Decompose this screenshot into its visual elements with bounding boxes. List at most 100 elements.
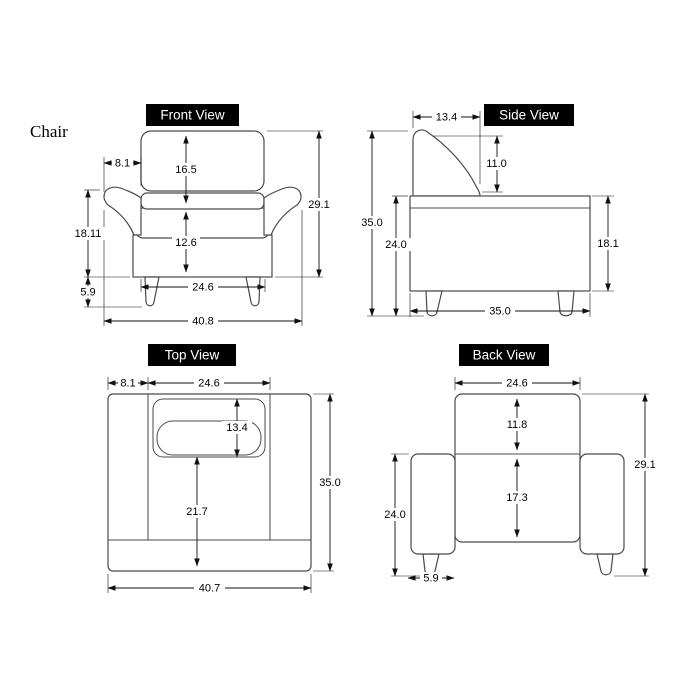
text-mask bbox=[172, 236, 200, 249]
dim-top-overall-width: 40.7 bbox=[107, 582, 312, 595]
dim-value: 35.0 bbox=[361, 217, 382, 229]
text-mask bbox=[380, 508, 410, 521]
top-cushion-pill bbox=[156, 420, 262, 456]
dim-side-seat-back-height: 24.0 bbox=[381, 195, 411, 317]
text-mask bbox=[502, 491, 532, 504]
dim-value: 18.11 bbox=[75, 228, 102, 240]
front-seat-cushion bbox=[135, 207, 270, 239]
dim-value: 16.5 bbox=[175, 164, 196, 176]
front-lower-back-cushion bbox=[140, 192, 265, 210]
dim-top-back-cushion-depth: 13.4 bbox=[222, 398, 252, 458]
side-back-leg bbox=[557, 290, 575, 317]
top-view-label-box bbox=[148, 344, 236, 366]
dim-value: 8.1 bbox=[120, 378, 135, 390]
side-backrest bbox=[412, 129, 481, 197]
dim-side-backrest-depth: 13.4 bbox=[412, 111, 481, 124]
dim-value: 35.0 bbox=[319, 477, 340, 489]
dim-side-body-height: 18.1 bbox=[593, 195, 623, 292]
side-view: Side View 13.4 bbox=[357, 104, 623, 318]
text-mask bbox=[381, 238, 411, 251]
front-view-label-box bbox=[146, 104, 239, 126]
text-mask bbox=[315, 476, 345, 489]
dim-front-back-cushion-height: 16.5 bbox=[172, 135, 200, 204]
dim-value: 24.6 bbox=[198, 378, 219, 390]
text-mask bbox=[304, 198, 334, 211]
back-right-armrest bbox=[579, 453, 625, 555]
text-mask bbox=[357, 216, 387, 229]
text-mask bbox=[432, 111, 461, 123]
dim-back-overall-height: 29.1 bbox=[630, 393, 660, 577]
front-left-armrest bbox=[103, 186, 142, 236]
text-mask bbox=[482, 157, 511, 170]
back-center-panel bbox=[454, 393, 581, 543]
diagram-title: Chair bbox=[30, 122, 68, 141]
dim-back-leg: 5.9 bbox=[407, 572, 455, 585]
front-left-leg bbox=[144, 276, 160, 307]
dim-value: 40.8 bbox=[192, 316, 213, 328]
dim-top-seat-width: 24.6 bbox=[147, 377, 271, 390]
back-view: Back View 24.6 11.8 bbox=[380, 344, 660, 585]
dim-value: 5.9 bbox=[80, 287, 95, 299]
side-view-label-box bbox=[484, 104, 574, 126]
dim-front-overall-height: 29.1 bbox=[304, 130, 334, 278]
dim-value: 24.6 bbox=[506, 378, 527, 390]
front-back-cushion bbox=[140, 130, 265, 192]
dim-front-overall-width: 40.8 bbox=[103, 315, 303, 328]
top-view-label-text: Top View bbox=[165, 348, 220, 363]
front-chair-drawing bbox=[103, 130, 302, 307]
dim-value: 24.6 bbox=[192, 282, 213, 294]
dim-back-arm-floor-height: 24.0 bbox=[380, 453, 410, 577]
text-mask bbox=[420, 572, 442, 584]
text-mask bbox=[222, 421, 252, 434]
dim-back-cushion-height: 11.8 bbox=[502, 398, 532, 451]
text-mask bbox=[118, 377, 138, 389]
dim-value: 11.0 bbox=[486, 158, 507, 170]
text-mask bbox=[172, 163, 200, 176]
front-view-label-text: Front View bbox=[160, 108, 225, 123]
dim-value: 21.7 bbox=[186, 506, 207, 518]
text-mask bbox=[76, 286, 100, 298]
text-mask bbox=[188, 315, 218, 327]
text-mask bbox=[182, 505, 212, 518]
dim-value: 13.4 bbox=[226, 422, 247, 434]
dim-back-lower-height: 17.3 bbox=[502, 458, 532, 538]
text-mask bbox=[502, 377, 532, 389]
text-mask bbox=[502, 418, 532, 431]
dim-value: 5.9 bbox=[423, 573, 438, 585]
front-base-frame bbox=[132, 234, 273, 278]
text-mask bbox=[485, 305, 515, 317]
front-right-leg bbox=[245, 276, 261, 307]
side-body bbox=[409, 195, 591, 292]
dim-front-seat-front-height: 12.6 bbox=[172, 211, 200, 273]
dim-side-backrest-height: 11.0 bbox=[482, 135, 511, 193]
dim-front-arm-width: 8.1 bbox=[103, 157, 142, 170]
dim-value: 13.4 bbox=[436, 112, 457, 124]
dim-top-seat-depth: 21.7 bbox=[182, 456, 212, 567]
side-view-label-text: Side View bbox=[499, 108, 559, 123]
side-front-leg bbox=[425, 290, 443, 317]
dim-front-seat-width: 24.6 bbox=[140, 281, 266, 294]
back-left-armrest bbox=[410, 453, 456, 555]
dim-value: 40.7 bbox=[199, 583, 220, 595]
dim-side-overall-depth: 35.0 bbox=[409, 305, 591, 318]
dim-top-arm-width: 8.1 bbox=[107, 377, 149, 390]
dim-value: 29.1 bbox=[308, 199, 329, 211]
front-view: Front View 8.1 bbox=[70, 104, 334, 328]
dim-side-overall-height: 35.0 bbox=[357, 130, 387, 317]
top-back-cushion bbox=[152, 398, 266, 458]
dim-value: 24.0 bbox=[385, 239, 406, 251]
dim-value: 12.6 bbox=[175, 237, 196, 249]
back-view-label-text: Back View bbox=[473, 348, 536, 363]
top-view: Top View 8.1 24.6 bbox=[107, 344, 345, 595]
dim-value: 18.1 bbox=[597, 238, 618, 250]
top-chair-drawing bbox=[107, 393, 312, 572]
dim-value: 8.1 bbox=[115, 158, 130, 170]
back-right-leg bbox=[596, 553, 614, 576]
dim-back-width: 24.6 bbox=[454, 377, 581, 390]
dim-value: 29.1 bbox=[634, 459, 655, 471]
dim-front-leg-height: 5.9 bbox=[76, 276, 100, 308]
front-right-armrest bbox=[263, 186, 302, 236]
dim-front-side-height: 18.11 bbox=[70, 189, 106, 278]
